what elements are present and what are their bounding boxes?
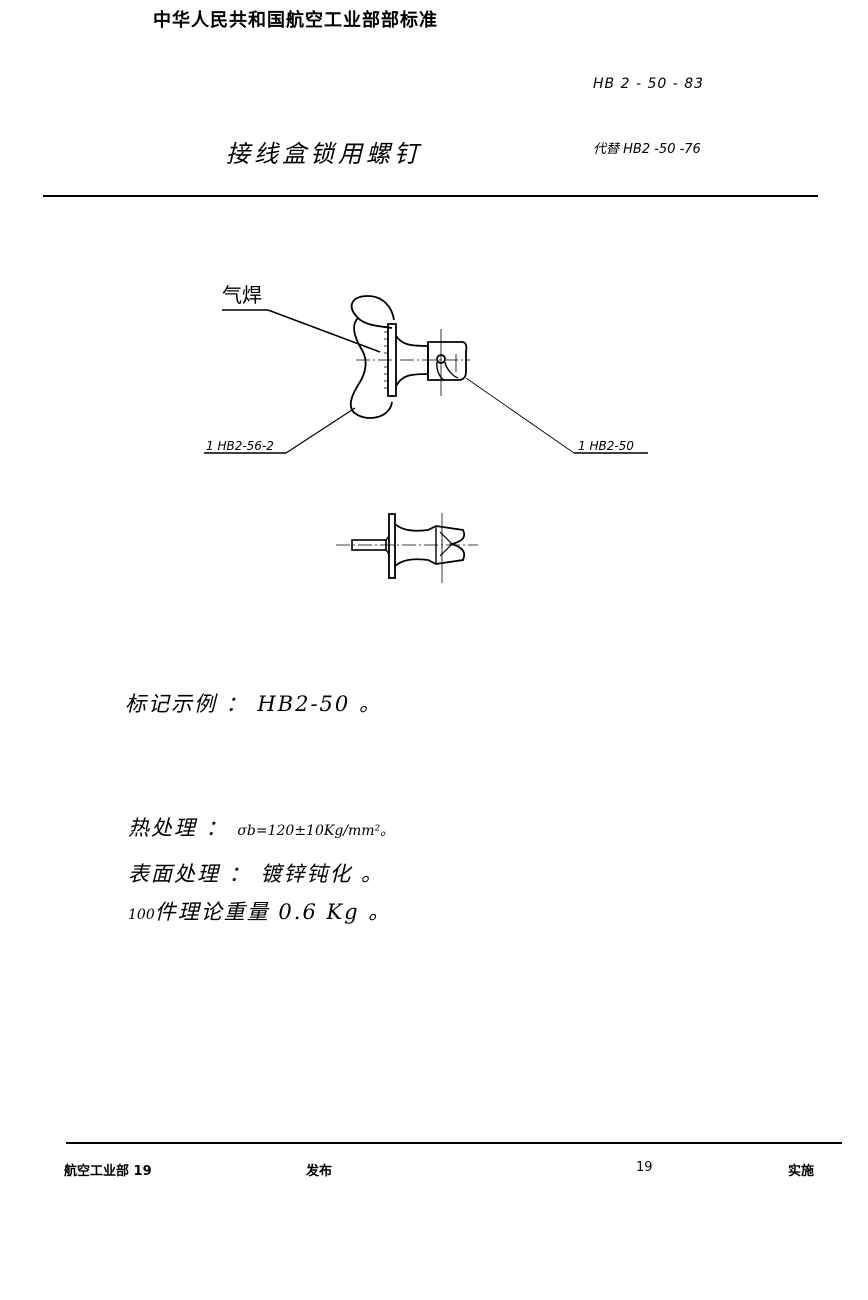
document-title: 接线盒锁用螺钉 [226, 140, 422, 168]
wing-part-callout: 1 HB2-56-2 [204, 407, 356, 454]
surface-treatment: 表面处理 ： 镀锌钝化 。 [128, 862, 385, 886]
footer-effective: 实施 [788, 1164, 815, 1179]
wing-shape [349, 295, 395, 419]
heat-treatment-value: σb=120±10Kg/mm²。 [237, 823, 395, 839]
neck [395, 335, 429, 387]
screw-head [427, 341, 468, 381]
heat-treatment-label: 热处理 ： [128, 816, 238, 840]
main-view [349, 295, 470, 419]
header-rule [43, 195, 818, 197]
weight-text: 件理论重量 0.6 Kg 。 [154, 900, 392, 924]
screw-part-label: 1 HB2-50 [578, 439, 634, 453]
marking-example: 标记示例 ： HB2-50 。 [125, 692, 382, 716]
flange-plate [387, 323, 397, 397]
screw-part-callout: 1 HB2-50 [465, 377, 648, 454]
heat-treatment: 热处理 ： σb=120±10Kg/mm²。 [128, 812, 394, 842]
footer-rule [66, 1142, 842, 1144]
weld-callout: 气焊 [222, 283, 381, 353]
side-flange [388, 513, 396, 579]
footer-effective-year: 19 [636, 1160, 653, 1175]
side-view [336, 513, 478, 583]
replaces-standard: 代替 HB2 -50 -76 [593, 142, 701, 157]
org-title: 中华人民共和国航空工业部部标准 [153, 10, 438, 31]
standard-number: HB 2 - 50 - 83 [593, 76, 705, 92]
footer-issuer: 航空工业部 19 [64, 1164, 152, 1179]
weld-label: 气焊 [222, 283, 262, 307]
footer-issued: 发布 [306, 1164, 333, 1179]
weight-quantity: 100 [128, 907, 155, 923]
theoretical-weight: 100件理论重量 0.6 Kg 。 [128, 896, 391, 926]
wing-part-label: 1 HB2-56-2 [206, 439, 274, 453]
